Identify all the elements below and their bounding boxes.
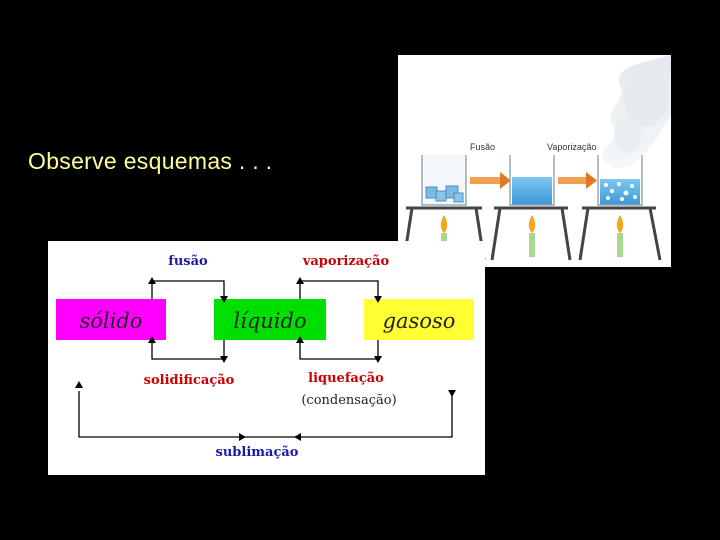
liquefaction-label: liquefação [308,371,384,386]
condensation-label: (condensação) [301,393,396,408]
arrow-icon [470,172,511,189]
liquid-state-box [214,299,326,340]
arrow-icon [75,277,456,441]
arrow-icon [558,172,597,189]
slide-title: Observe esquemas . . . [28,148,273,174]
liquid-state-label: líquido [233,309,306,333]
fusion-photo-label: Fusão [470,142,495,152]
beaker-water [509,155,555,206]
sublimation-label: sublimação [216,445,299,460]
phase-change-diagram: sólido líquido gasoso [48,241,485,475]
beaker-boiling [597,155,643,206]
steam-cloud [602,55,671,168]
beaker-ice [421,155,467,206]
fusion-label: fusão [168,254,208,269]
solidification-label: solidificação [144,373,235,388]
vaporization-label: vaporização [302,254,390,269]
vaporization-photo-label: Vaporização [547,142,596,152]
transition-lines [78,280,453,438]
gas-state-label: gasoso [383,309,456,333]
flame-icon [616,215,624,257]
solid-state-box [56,299,166,340]
gas-state-box [364,299,474,340]
beaker-illustration: Fusão Vaporização [398,55,671,267]
flame-icon [528,215,536,257]
solid-state-label: sólido [80,309,143,333]
